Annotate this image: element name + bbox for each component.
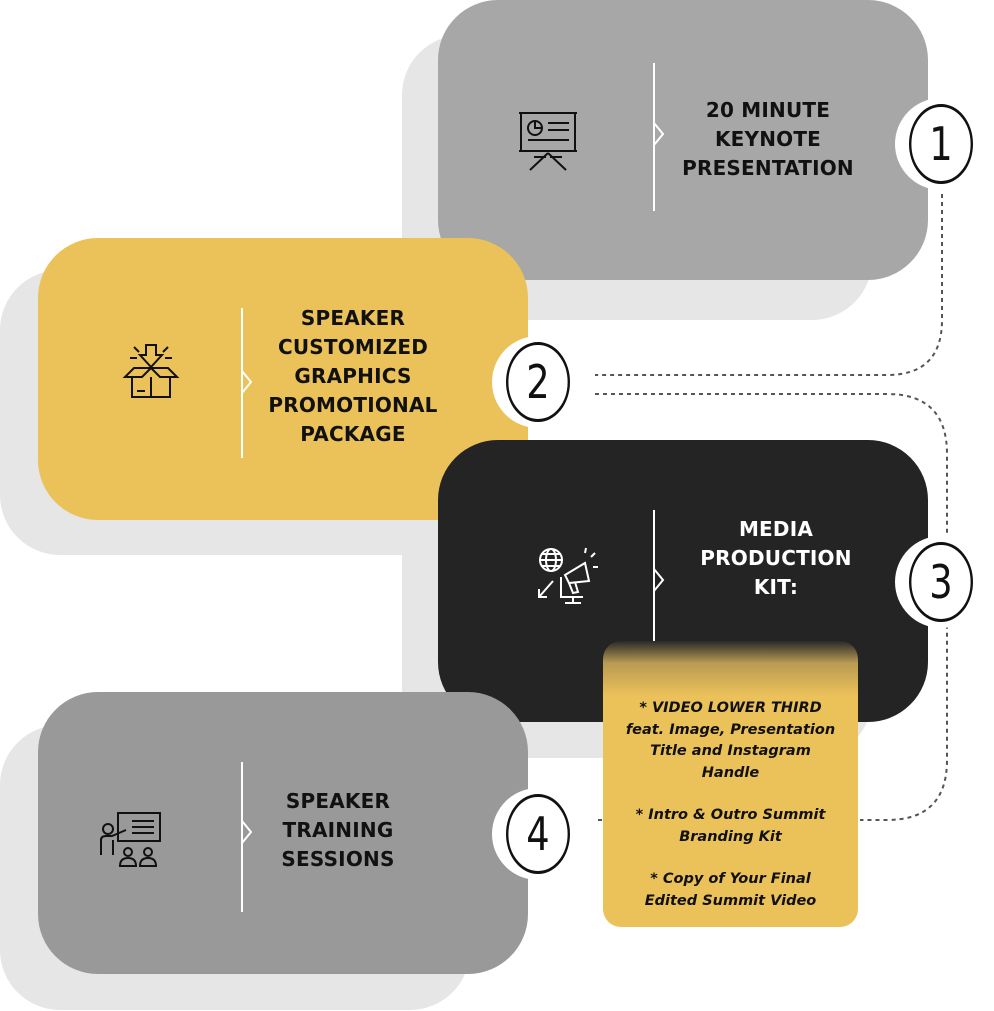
step-card-4: SPEAKER TRAINING SESSIONS — [38, 692, 528, 974]
step-number-1: 1 — [895, 98, 987, 190]
step-title-line: PRESENTATION — [682, 156, 854, 180]
kit-detail-spacer — [603, 848, 858, 869]
chevron-right-icon — [241, 370, 253, 394]
step-number-text: 1 — [929, 117, 953, 171]
step-number-4: 4 — [492, 788, 584, 880]
presentation-board-icon — [519, 112, 577, 171]
step-title-line: PRODUCTION — [700, 546, 852, 570]
step-title-2: SPEAKER CUSTOMIZED GRAPHICS PROMOTIONAL … — [248, 304, 458, 449]
kit-detail-line: * VIDEO LOWER THIRD — [639, 700, 822, 716]
step-number-3: 3 — [895, 536, 987, 628]
kit-detail-spacer — [603, 784, 858, 805]
teacher-audience-icon — [100, 812, 161, 867]
step-title-line: KEYNOTE — [714, 127, 822, 151]
open-box-icon — [122, 344, 180, 398]
chevron-right-icon — [653, 122, 665, 146]
kit-detail-line: * Intro & Outro Summit — [635, 807, 826, 823]
step-title-line: CUSTOMIZED — [277, 335, 429, 359]
step-number-text: 3 — [929, 555, 953, 609]
kit-detail-line: Branding Kit — [679, 828, 782, 845]
step-title-1: 20 MINUTE KEYNOTE PRESENTATION — [668, 96, 868, 183]
step-card-1: 20 MINUTE KEYNOTE PRESENTATION — [438, 0, 928, 280]
step-title-line: MEDIA — [738, 517, 814, 541]
media-megaphone-globe-icon — [538, 547, 598, 604]
card-divider — [241, 762, 243, 912]
step-title-line: PROMOTIONAL — [268, 393, 438, 417]
card-divider — [653, 510, 655, 660]
kit-detail-line: feat. Image, Presentation — [625, 721, 836, 738]
step-title-line: SESSIONS — [281, 847, 395, 871]
kit-detail-line: * Copy of Your Final — [650, 871, 811, 887]
step-number-text: 4 — [526, 807, 550, 861]
step-title-line: 20 MINUTE — [705, 98, 831, 122]
step-title-line: TRAINING — [282, 818, 394, 842]
step-number-text: 2 — [526, 355, 550, 409]
step-title-line: PACKAGE — [300, 422, 406, 446]
kit-detail-line: Handle — [701, 764, 760, 781]
kit-detail-line: Edited Summit Video — [644, 892, 817, 909]
card-divider — [241, 308, 243, 458]
step-title-line: GRAPHICS — [294, 364, 412, 388]
step-title-line: KIT: — [753, 575, 799, 599]
step-title-line: SPEAKER — [300, 306, 406, 330]
chevron-right-icon — [241, 820, 253, 844]
step-title-line: SPEAKER — [285, 789, 391, 813]
step-title-3: MEDIA PRODUCTION KIT: — [676, 515, 876, 602]
card-divider — [653, 63, 655, 211]
chevron-right-icon — [653, 568, 665, 592]
media-kit-details-box: * VIDEO LOWER THIRD feat. Image, Present… — [603, 641, 858, 927]
step-number-2: 2 — [492, 336, 584, 428]
kit-detail-line: Title and Instagram — [650, 743, 811, 759]
step-title-4: SPEAKER TRAINING SESSIONS — [243, 787, 433, 874]
